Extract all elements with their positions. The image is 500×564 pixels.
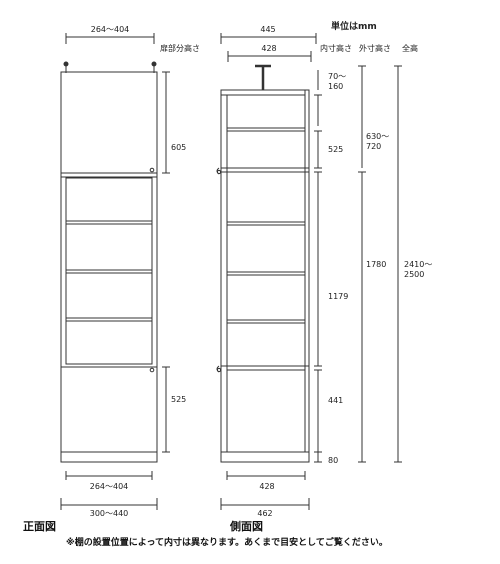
side-outer-depth: 462 [257,509,273,518]
inner-height-3: 1179 [328,292,349,301]
side-inner-depth-top: 428 [261,44,277,53]
front-view [61,33,170,510]
inner-height-2: 525 [328,145,344,154]
inner-height-1: 70～160 [328,72,347,91]
outer-height-header: 外寸高さ [359,44,391,53]
side-view-caption: 側面図 [230,520,263,533]
footnote: ※棚の設置位置によって内寸は異なります。あくまで目安としてご覧ください。 [66,538,388,548]
outer-top-height: 630～720 [366,132,390,151]
front-top-width: 264～404 [90,25,130,34]
front-view-caption: 正面図 [23,520,56,533]
front-inner-width: 264～404 [89,482,129,491]
side-inner-depth-bottom: 428 [259,482,275,491]
inner-height-header: 内寸高さ [320,44,352,53]
outer-lower-height: 1780 [366,260,387,269]
total-height: 2410～2500 [404,260,433,279]
door-height-header: 扉部分高さ [160,44,200,53]
side-body [221,90,309,462]
side-top-depth: 445 [260,25,276,34]
inner-height-5: 80 [328,456,339,465]
front-door-bottom-height: 525 [171,395,187,404]
front-body [61,72,157,462]
inner-height-4: 441 [328,396,344,405]
front-outer-width: 300～440 [89,509,129,518]
total-height-header: 全高 [402,44,418,53]
front-door-top-height: 605 [171,143,187,152]
unit-label: 単位はmm [331,22,377,32]
side-view [217,33,402,510]
